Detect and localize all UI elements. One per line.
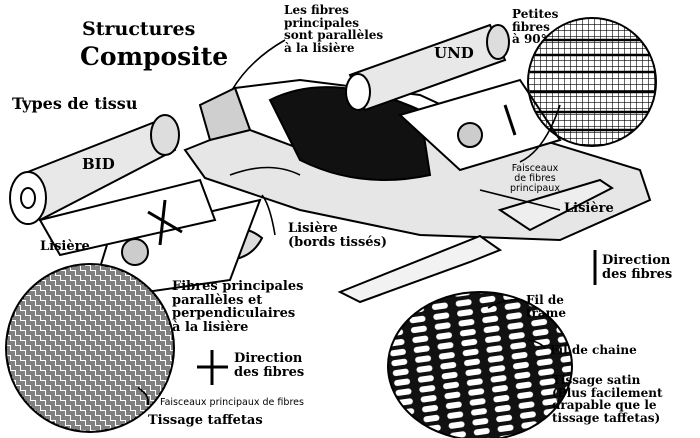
- bid-roll-drawing: [9, 114, 262, 302]
- taffeta-zoom-circle: [5, 263, 175, 433]
- label-faisceaux-principaux-fibres: Faisceaux principaux de fibres: [160, 397, 304, 408]
- label-petites-fibres: Petites fibres à 90°: [512, 7, 559, 47]
- roll-label-und: UND: [434, 44, 474, 62]
- label-fibres-paralleles: Les fibres principales sont parallèles à…: [284, 3, 384, 55]
- label-lisiere-bords: Lisière (bords tissés): [288, 221, 388, 250]
- label-fil-de-chaine: Fil de chaine: [550, 343, 637, 357]
- label-tissage-satin: Tissage satin (Plus facilement drapable …: [552, 373, 663, 425]
- und-roll-drawing: [345, 23, 562, 172]
- satin-zoom-circle: [387, 291, 573, 438]
- leader-lines: [137, 39, 561, 406]
- label-direction-fibres-right: Direction des fibres: [602, 253, 673, 282]
- title-structures: Structures: [82, 18, 196, 40]
- roll-label-bid: BID: [82, 155, 115, 173]
- title-composite: Composite: [80, 42, 229, 71]
- label-lisiere-left: Lisière: [40, 239, 90, 254]
- title-types-de-tissu: Types de tissu: [12, 94, 138, 113]
- und-zoom-circle: [527, 17, 657, 147]
- label-faisceaux-principaux: Faisceaux de fibres principaux: [510, 163, 560, 194]
- label-tissage-taffetas: Tissage taffetas: [148, 413, 263, 428]
- label-fibres-principales-perp: Fibres principales parallèles et perpend…: [172, 279, 304, 335]
- fibre-direction-arrows: [147, 104, 597, 385]
- label-lisiere-right: Lisière: [564, 201, 614, 216]
- label-fil-de-trame: Fil de trame: [526, 293, 566, 320]
- label-direction-fibres-left: Direction des fibres: [234, 351, 305, 380]
